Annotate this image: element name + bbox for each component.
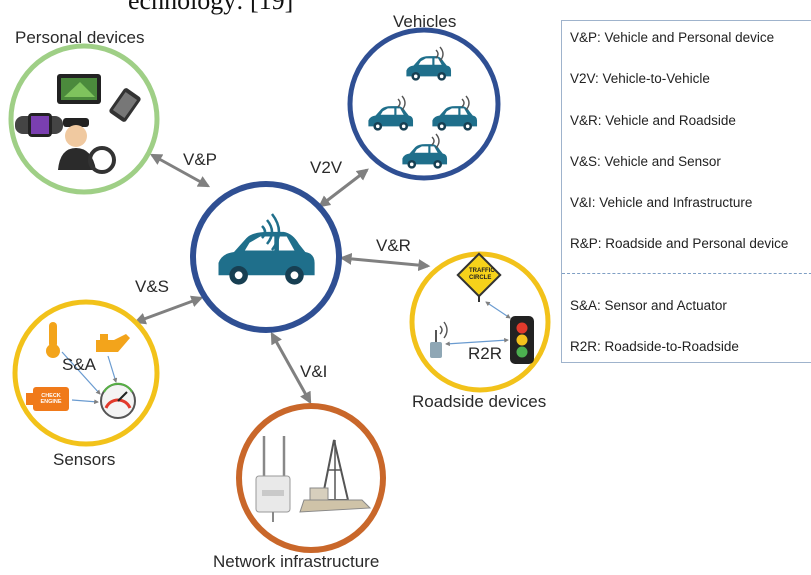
center-vehicle-node	[190, 181, 342, 333]
vehicles-node	[347, 27, 501, 181]
driver-icon	[58, 118, 116, 174]
legend-item-vr: V&R: Vehicle and Roadside	[570, 113, 736, 128]
label-personal-devices: Personal devices	[15, 28, 145, 47]
legend-item-r2r: R2R: Roadside-to-Roadside	[570, 339, 739, 354]
legend-item-v2v: V2V: Vehicle-to-Vehicle	[570, 71, 710, 86]
personal-devices-node	[8, 43, 160, 195]
arrow-vi	[270, 331, 312, 405]
legend-item-vi: V&I: Vehicle and Infrastructure	[570, 195, 753, 210]
label-sensors: Sensors	[53, 450, 116, 469]
arrow-vr	[339, 252, 431, 272]
legend-item-vs: V&S: Vehicle and Sensor	[570, 154, 721, 169]
header-partial-text: echnology: [19]	[128, 0, 294, 15]
link-arrows	[133, 153, 431, 405]
smartwatch-icon	[15, 113, 63, 137]
gps-device-icon	[57, 74, 101, 104]
label-vs: V&S	[135, 277, 170, 296]
check-engine-text: CHECK ENGINE	[35, 393, 67, 405]
legend-box: V&P: Vehicle and Personal device V2V: Ve…	[561, 20, 811, 363]
sensors-node	[12, 299, 160, 447]
signal-waves-icon	[397, 46, 470, 149]
label-v2v: V2V	[310, 158, 343, 177]
label-vehicles: Vehicles	[393, 12, 457, 31]
engine-line-1: CHECK	[41, 393, 61, 399]
traffic-sign-icon	[456, 252, 502, 302]
sign-line-2: CIRCLE	[469, 275, 492, 281]
legend-item-vp: V&P: Vehicle and Personal device	[570, 30, 775, 45]
oil-can-icon	[96, 334, 130, 352]
label-roadside-devices: Roadside devices	[412, 392, 547, 411]
arrow-vs	[133, 295, 204, 325]
traffic-light-icon	[510, 316, 534, 364]
label-vr: V&R	[376, 236, 411, 255]
check-engine-icon	[26, 387, 69, 411]
smartphone-icon	[109, 88, 141, 122]
signal-waves-icon	[261, 213, 281, 251]
label-sa: S&A	[62, 355, 97, 374]
label-network-infrastructure: Network infrastructure	[213, 552, 380, 571]
sa-arrows	[61, 351, 118, 405]
legend-item-sa: S&A: Sensor and Actuator	[570, 298, 727, 313]
cell-tower-icon	[299, 439, 372, 513]
arrow-v2v	[318, 168, 369, 208]
sign-line-1: TRAFFIC	[469, 268, 495, 274]
legend-item-rp: R&P: Roadside and Personal device	[570, 236, 789, 251]
engine-line-2: ENGINE	[40, 399, 62, 405]
legend-divider	[562, 273, 811, 274]
label-vi: V&I	[300, 362, 328, 381]
router-icon	[255, 436, 291, 522]
gauge-icon	[100, 382, 136, 419]
network-infrastructure-node	[236, 403, 386, 553]
arrow-vp	[149, 153, 211, 188]
thermometer-icon	[46, 322, 60, 358]
r2r-arrows	[445, 301, 511, 347]
roadside-devices-node	[409, 251, 551, 393]
traffic-sign-text: TRAFFIC CIRCLE	[469, 268, 495, 282]
label-r2r: R2R	[468, 344, 503, 363]
roadside-unit-icon	[430, 321, 448, 358]
label-vp: V&P	[183, 150, 218, 169]
